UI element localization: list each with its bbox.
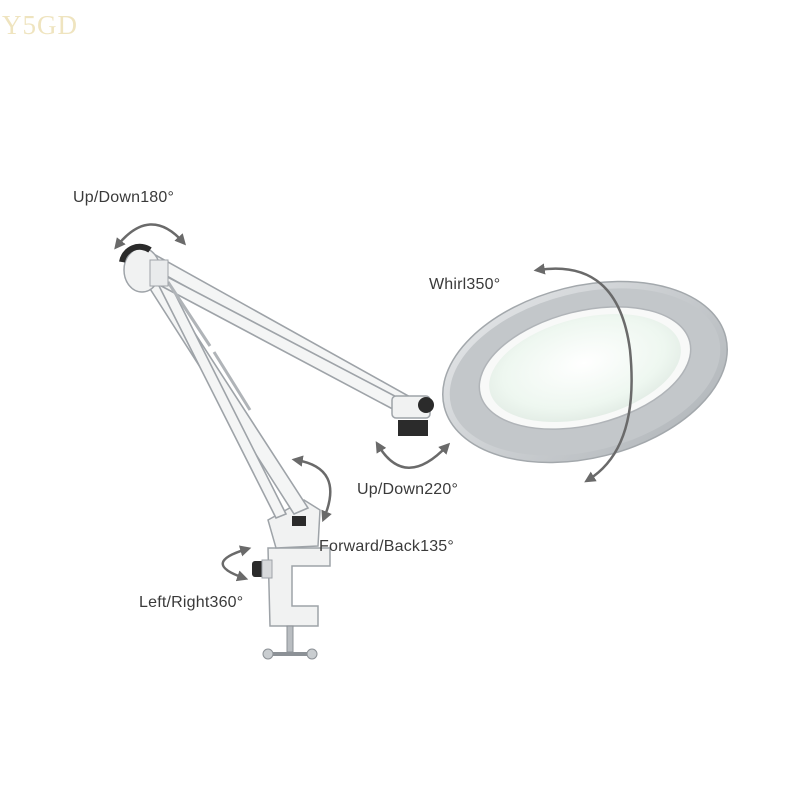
rotation-arrows [114,223,633,582]
left-right-label: Left/Right360° [139,594,244,611]
forward-back-arrow-icon [291,455,332,523]
arm-up-down-label: Up/Down180° [73,189,175,206]
head-up-down-arrow-icon [375,441,451,469]
head-up-down-label: Up/Down220° [357,481,459,498]
forward-back-label: Forward/Back135° [319,538,454,555]
watermark: Y5GD [2,10,78,40]
head-whirl-arrow-icon [533,263,633,483]
head-hinge [391,395,434,436]
left-right-arrow-icon [221,545,252,582]
head-whirl-label: Whirl350° [429,276,501,293]
arm-up-down-arrow-icon [114,223,186,250]
desk-clamp [252,547,331,660]
swing-arm [133,251,414,520]
top-pivot-joint [119,243,169,293]
